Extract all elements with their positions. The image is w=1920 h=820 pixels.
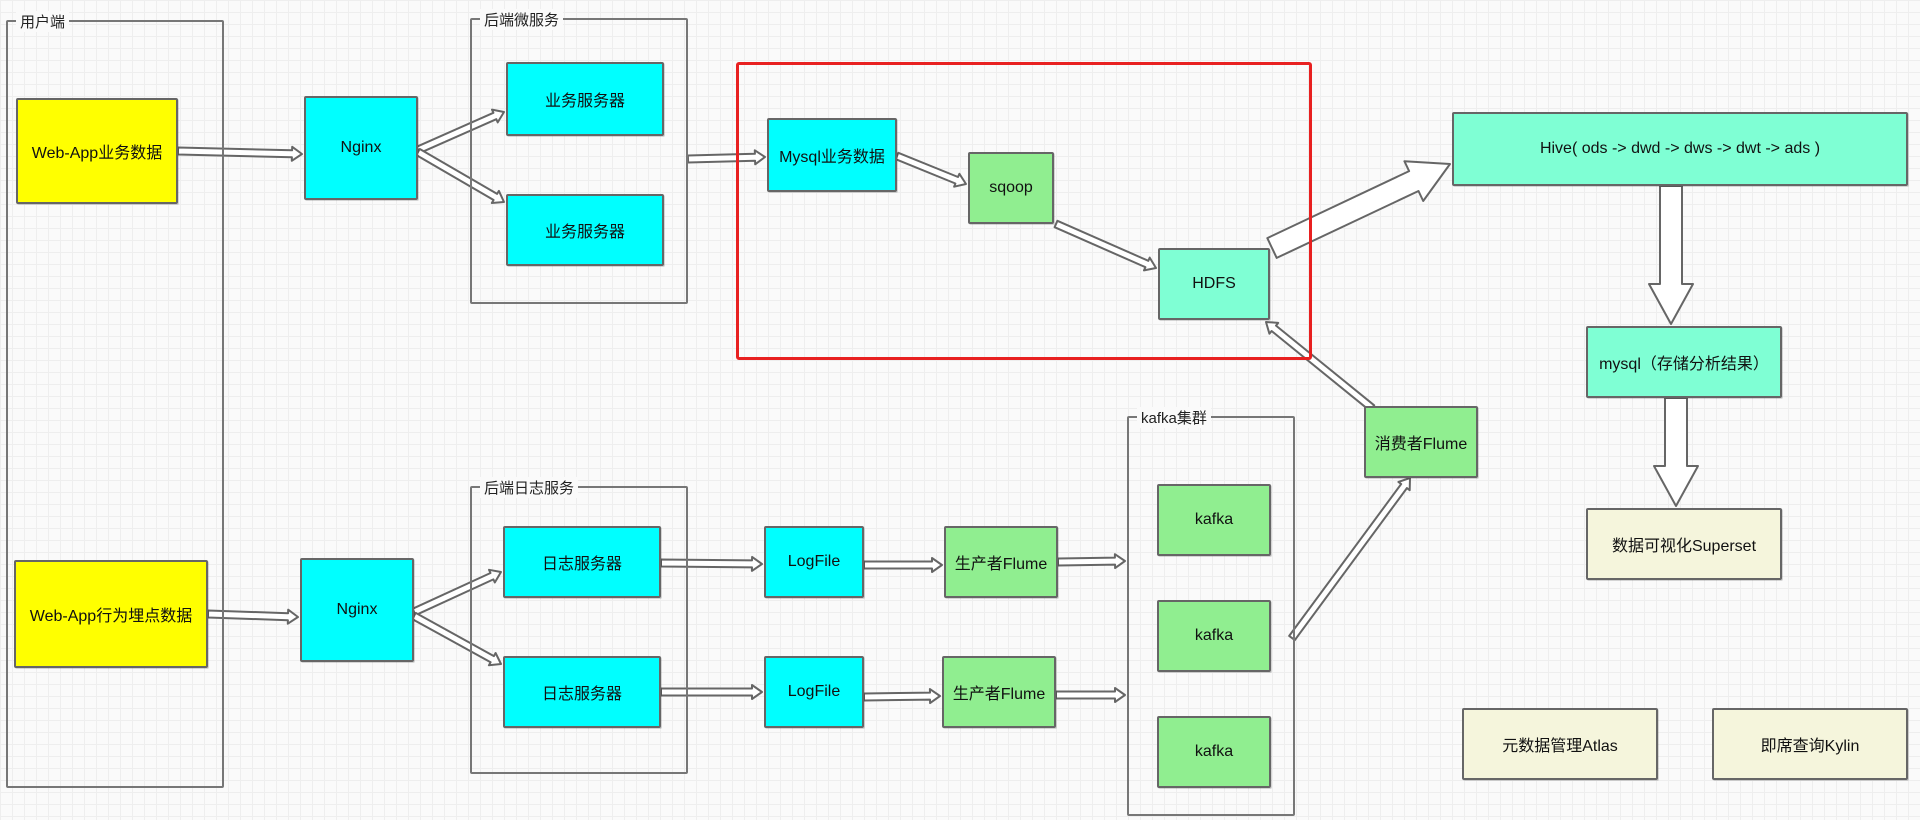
highlight-frame (736, 62, 1312, 360)
arrow-hive-to-mysql (1648, 185, 1694, 325)
arrow-logfile-2-to-flume-2 (863, 688, 941, 705)
arrow-consumer-to-hdfs (1265, 321, 1376, 412)
arrow-flume-2-to-kafka (1055, 687, 1126, 703)
consumer-flume-node[interactable]: 消费者Flume (1364, 406, 1478, 478)
mysql-business-node[interactable]: Mysql业务数据 (767, 118, 897, 192)
producer-flume-1-node[interactable]: 生产者Flume (944, 526, 1058, 598)
nginx-bottom-node[interactable]: Nginx (300, 558, 414, 662)
atlas-node[interactable]: 元数据管理Atlas (1462, 708, 1658, 780)
arrow-sqoop-to-hdfs (1053, 219, 1157, 272)
arrow-nginx-to-log-2 (411, 611, 502, 667)
webapp-business-node[interactable]: Web-App业务数据 (16, 98, 178, 204)
mysql-results-node[interactable]: mysql（存储分析结果） (1586, 326, 1782, 398)
log-server-2-node[interactable]: 日志服务器 (503, 656, 661, 728)
arrow-nginx-to-biz-2 (415, 148, 505, 204)
logfile-2-node[interactable]: LogFile (764, 656, 864, 728)
group-backend-micro: 后端微服务 (470, 9, 688, 304)
producer-flume-2-node[interactable]: 生产者Flume (942, 656, 1056, 728)
arrow-kafka-to-consumer (1288, 477, 1411, 642)
group-backend-log: 后端日志服务 (470, 477, 688, 774)
arrow-webapp-to-nginx-bottom (206, 608, 299, 625)
group-user-side-label: 用户端 (16, 11, 70, 32)
group-backend-micro-label: 后端微服务 (480, 9, 564, 30)
arrow-micro-to-mysql (686, 149, 766, 166)
group-user-side: 用户端 (6, 11, 224, 788)
log-server-1-node[interactable]: 日志服务器 (503, 526, 661, 598)
biz-server-1-node[interactable]: 业务服务器 (506, 62, 664, 136)
arrow-logfile-1-to-flume-1 (863, 557, 943, 573)
logfile-1-node[interactable]: LogFile (764, 526, 864, 598)
group-kafka-cluster-label: kafka集群 (1137, 407, 1211, 428)
superset-node[interactable]: 数据可视化Superset (1586, 508, 1782, 580)
hdfs-node[interactable]: HDFS (1158, 248, 1270, 320)
kylin-node[interactable]: 即席查询Kylin (1712, 708, 1908, 780)
webapp-behavior-node[interactable]: Web-App行为埋点数据 (14, 560, 208, 668)
kafka-2-node[interactable]: kafka (1157, 600, 1271, 672)
kafka-1-node[interactable]: kafka (1157, 484, 1271, 556)
kafka-3-node[interactable]: kafka (1157, 716, 1271, 788)
hive-node[interactable]: Hive( ods -> dwd -> dws -> dwt -> ads ) (1452, 112, 1908, 186)
biz-server-2-node[interactable]: 业务服务器 (506, 194, 664, 266)
arrow-mysql-to-superset (1653, 397, 1699, 507)
arrow-mysql-to-sqoop (894, 151, 967, 188)
nginx-top-node[interactable]: Nginx (304, 96, 418, 200)
arrow-webapp-to-nginx-top (176, 145, 303, 162)
arrow-nginx-to-biz-1 (415, 108, 505, 155)
arrow-hdfs-to-hive (1266, 160, 1451, 259)
arrow-nginx-to-log-1 (411, 568, 502, 617)
group-backend-log-label: 后端日志服务 (480, 477, 579, 498)
arrow-flume-1-to-kafka (1056, 553, 1126, 570)
group-kafka-cluster: kafka集群 (1127, 407, 1295, 816)
sqoop-node[interactable]: sqoop (968, 152, 1054, 224)
